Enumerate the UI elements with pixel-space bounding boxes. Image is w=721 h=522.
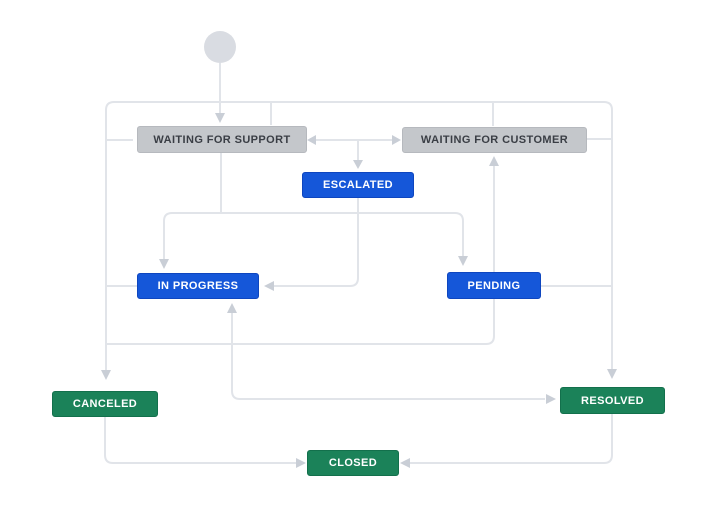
edge-in-progress-resolved-bidirectional [227, 303, 556, 404]
status-resolved[interactable]: RESOLVED [560, 387, 665, 414]
edge-start-to-waiting-for-support [215, 63, 225, 123]
edge-waiting-support-waiting-customer-bidirectional [307, 135, 401, 169]
edge-canceled-to-closed [104, 417, 306, 468]
edge-escalated-to-in-progress [264, 198, 359, 291]
status-label-closed: CLOSED [328, 457, 378, 469]
edge-resolved-to-closed [400, 414, 613, 468]
status-waiting-for-support[interactable]: WAITING FOR SUPPORT [137, 126, 307, 153]
edge-waiting-for-support-to-in-progress-and-pending [159, 153, 468, 269]
start-node[interactable] [204, 31, 236, 63]
status-escalated[interactable]: ESCALATED [302, 172, 414, 198]
edge-pending-to-waiting-for-customer [489, 156, 499, 272]
status-waiting-for-customer[interactable]: WAITING FOR CUSTOMER [402, 127, 587, 153]
status-label-in-progress: IN PROGRESS [157, 280, 239, 292]
edge-pending-to-canceled [106, 299, 495, 345]
status-label-waiting-for-support: WAITING FOR SUPPORT [153, 133, 291, 146]
status-closed[interactable]: CLOSED [307, 450, 399, 476]
status-label-pending: PENDING [467, 279, 521, 292]
status-label-canceled: CANCELED [72, 398, 138, 410]
status-in-progress[interactable]: IN PROGRESS [137, 273, 259, 299]
status-canceled[interactable]: CANCELED [52, 391, 158, 417]
status-pending[interactable]: PENDING [447, 272, 541, 299]
status-label-resolved: RESOLVED [581, 394, 644, 407]
status-label-escalated: ESCALATED [322, 179, 393, 191]
status-label-waiting-for-customer: WAITING FOR CUSTOMER [420, 134, 569, 146]
edge-rail-top-left-right [101, 101, 617, 380]
